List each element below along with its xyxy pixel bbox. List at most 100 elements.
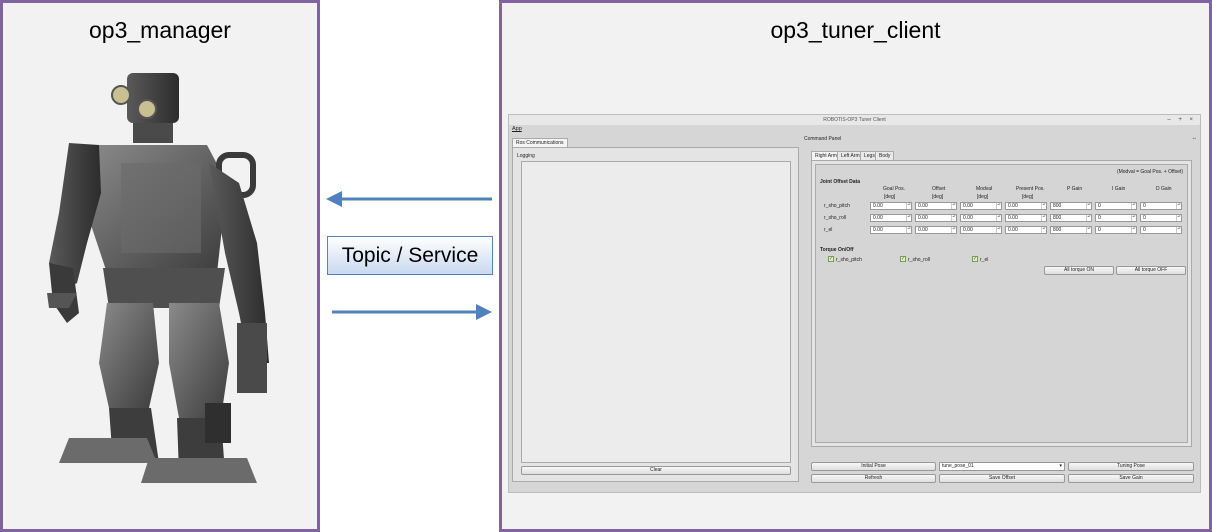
spin-arrows-icon[interactable]: ▴▾ (1176, 227, 1181, 233)
panel-controls-icon[interactable]: ▪▪ (1192, 136, 1196, 142)
spin-arrows-icon[interactable]: ▴▾ (1041, 227, 1046, 233)
spin-arrows-icon[interactable]: ▴▾ (1131, 227, 1136, 233)
spin-arrows-icon[interactable]: ▴▾ (1131, 203, 1136, 209)
torque-label-r-sho-roll: r_sho_roll (908, 257, 930, 263)
pose-select[interactable]: tune_pose_01 ▾ (939, 462, 1065, 471)
torque-check-r-sho-roll[interactable]: ✓ (900, 256, 906, 262)
joint-value-field[interactable]: 0.00▴▾ (870, 202, 912, 210)
joint-value-field[interactable]: 0 ▴▾ (1095, 202, 1137, 210)
joint-value-field[interactable]: 800 ▴▾ (1050, 214, 1092, 222)
op3-manager-title: op3_manager (89, 17, 231, 43)
clear-button[interactable]: Clear (521, 466, 791, 475)
joint-value-field[interactable]: 800▴▾ (1050, 226, 1092, 234)
arrow-left (326, 191, 492, 207)
spin-arrows-icon[interactable]: ▴▾ (951, 215, 956, 221)
joint-value-field[interactable]: 0.00 ▴▾ (960, 214, 1002, 222)
joint-value: 0.00 (1008, 215, 1018, 221)
joint-value: 0.00 (963, 215, 973, 221)
spin-arrows-icon[interactable]: ▴▾ (996, 227, 1001, 233)
col-modval-unit: [deg] (977, 194, 989, 200)
joint-value-field[interactable]: 0.00▴▾ (960, 202, 1002, 210)
op3-manager-panel: op3_manager (0, 0, 320, 532)
torque-label-r-el: r_el (980, 257, 989, 263)
spin-arrows-icon[interactable]: ▴▾ (951, 227, 956, 233)
joint-value-field[interactable]: 0.00 ▴▾ (1005, 202, 1047, 210)
spin-arrows-icon[interactable]: ▴▾ (996, 203, 1001, 209)
right-arm-panel: (Modval = Goal Pos. + Offset) Joint Offs… (811, 160, 1192, 447)
joint-name: r_el (824, 227, 833, 233)
save-offset-button[interactable]: Save Offset (939, 474, 1065, 483)
joint-offset-label: Joint Offset Data (820, 179, 861, 185)
spin-arrows-icon[interactable]: ▴▾ (996, 215, 1001, 221)
spin-arrows-icon[interactable]: ▴▾ (1041, 215, 1046, 221)
joint-value-field[interactable]: 0 ▴▾ (1140, 214, 1182, 222)
joint-value: 0 (1143, 227, 1146, 233)
op3-tuner-client-title: op3_tuner_client (770, 17, 941, 43)
joint-value: 0 (1098, 203, 1101, 209)
tab-body[interactable]: Body (875, 151, 895, 160)
col-present-pos-unit: [deg] (1022, 194, 1034, 200)
joint-value: 0 (1143, 215, 1146, 221)
tab-ros-communications[interactable]: Ros Communications (512, 138, 568, 147)
spin-arrows-icon[interactable]: ▴▾ (906, 203, 911, 209)
tuner-client-window: ROBOTIS-OP3 Tuner Client – + × App Ros C… (508, 114, 1201, 493)
spin-arrows-icon[interactable]: ▴▾ (906, 227, 911, 233)
torque-check-r-el[interactable]: ✓ (972, 256, 978, 262)
spin-arrows-icon[interactable]: ▴▾ (1176, 203, 1181, 209)
refresh-button[interactable]: Refresh (811, 474, 936, 483)
spin-arrows-icon[interactable]: ▴▾ (1086, 227, 1091, 233)
logging-area[interactable] (521, 161, 791, 463)
joint-value-field[interactable]: 0.00 ▴▾ (915, 202, 957, 210)
topic-service-label: Topic / Service (327, 236, 493, 275)
torque-label-r-sho-pitch: r_sho_pitch (836, 257, 862, 263)
spin-arrows-icon[interactable]: ▴▾ (1041, 203, 1046, 209)
joint-value-field[interactable]: 0.00 ▴▾ (915, 214, 957, 222)
tuning-pose-button[interactable]: Tuning Pose (1068, 462, 1194, 471)
joint-value-field[interactable]: 0.00 ▴▾ (1005, 226, 1047, 234)
save-gain-button[interactable]: Save Gain (1068, 474, 1194, 483)
spin-arrows-icon[interactable]: ▴▾ (1086, 203, 1091, 209)
chevron-down-icon: ▾ (1059, 463, 1062, 469)
joint-value: 0.00 (1008, 203, 1018, 209)
menu-app[interactable]: App (512, 126, 522, 132)
joint-value-field[interactable]: 0▴▾ (1095, 226, 1137, 234)
spin-arrows-icon[interactable]: ▴▾ (1131, 215, 1136, 221)
joint-value-field[interactable]: 0 ▴▾ (1140, 226, 1182, 234)
window-controls[interactable]: – + × (1167, 117, 1196, 123)
spin-arrows-icon[interactable]: ▴▾ (1176, 215, 1181, 221)
joint-value-field[interactable]: 0 ▴▾ (1095, 214, 1137, 222)
joint-value: 800 (1053, 203, 1062, 209)
ros-communications-panel: Logging Clear (512, 147, 799, 482)
joint-value: 0.00 (1008, 227, 1018, 233)
joint-value-field[interactable]: 0.00▴▾ (915, 226, 957, 234)
joint-value-field[interactable]: 0.00 ▴▾ (870, 214, 912, 222)
joint-value-field[interactable]: 0.00▴▾ (870, 226, 912, 234)
all-torque-on-button[interactable]: All torque ON (1044, 266, 1114, 275)
joint-value: 0.00 (918, 203, 928, 209)
joint-value: 800 (1053, 215, 1062, 221)
joint-value-field[interactable]: 0.00▴▾ (960, 226, 1002, 234)
col-d-gain: D Gain (1156, 186, 1172, 192)
window-title-bar: ROBOTIS-OP3 Tuner Client – + × (509, 115, 1200, 125)
all-torque-off-button[interactable]: All torque OFF (1116, 266, 1186, 275)
col-present-pos: Present Pos. (1016, 186, 1045, 192)
logging-label: Logging (517, 153, 535, 159)
torque-label: Torque On/Off (820, 247, 854, 253)
joint-value-field[interactable]: 0▴▾ (1140, 202, 1182, 210)
spin-arrows-icon[interactable]: ▴▾ (906, 215, 911, 221)
joint-value: 0.00 (918, 215, 928, 221)
spin-arrows-icon[interactable]: ▴▾ (951, 203, 956, 209)
joint-value: 0 (1098, 215, 1101, 221)
initial-pose-button[interactable]: Initial Pose (811, 462, 936, 471)
joint-value-field[interactable]: 800 ▴▾ (1050, 202, 1092, 210)
joint-value: 0.00 (873, 215, 883, 221)
col-modval: Modval (976, 186, 993, 192)
joint-value-field[interactable]: 0.00 ▴▾ (1005, 214, 1047, 222)
spin-arrows-icon[interactable]: ▴▾ (1086, 215, 1091, 221)
col-p-gain: P Gain (1067, 186, 1083, 192)
col-i-gain: I Gain (1112, 186, 1126, 192)
col-goal-pos-unit: [deg] (884, 194, 896, 200)
joint-name: r_sho_roll (824, 215, 846, 221)
torque-check-r-sho-pitch[interactable]: ✓ (828, 256, 834, 262)
command-panel-label: Command Panel (804, 136, 842, 142)
